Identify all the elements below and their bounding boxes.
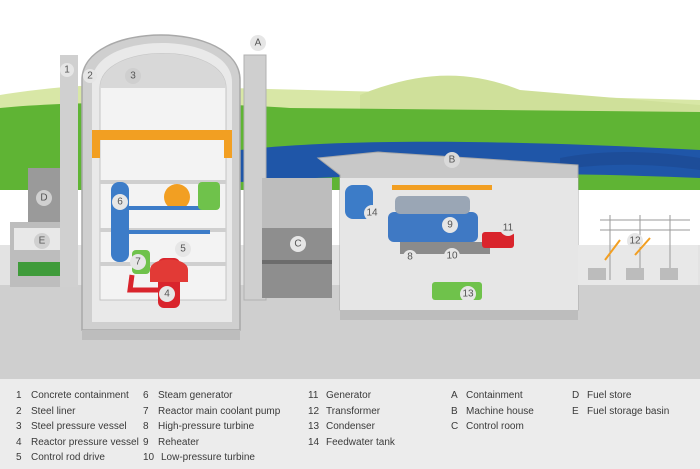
marker-10: 10: [444, 248, 460, 264]
fuel-basin-machine: [18, 262, 63, 276]
transformer-unit: [588, 268, 606, 280]
reheater-pipes: [395, 196, 470, 214]
svg-text:1: 1: [64, 65, 70, 76]
marker-6: 6: [112, 194, 128, 210]
svg-text:12: 12: [629, 236, 641, 247]
svg-text:9: 9: [447, 220, 453, 231]
svg-text:4: 4: [164, 289, 170, 300]
svg-text:D: D: [40, 193, 47, 204]
connector-block: [262, 178, 332, 228]
marker-12: 12: [627, 233, 643, 249]
marker-2: 2: [83, 69, 97, 83]
svg-text:C: C: [294, 239, 301, 250]
marker-C: C: [290, 236, 306, 252]
marker-D: D: [36, 190, 52, 206]
svg-text:3: 3: [130, 71, 136, 82]
marker-8: 8: [403, 250, 417, 264]
marker-11: 11: [500, 220, 516, 236]
floor-1: [100, 180, 226, 184]
marker-14: 14: [364, 205, 380, 221]
marker-E: E: [34, 233, 50, 249]
containment-base: [82, 330, 240, 340]
transformer-unit: [626, 268, 644, 280]
turbine-set: [388, 212, 478, 242]
marker-A: A: [250, 35, 266, 51]
svg-text:6: 6: [117, 197, 123, 208]
red-loop: [127, 274, 158, 293]
svg-text:E: E: [39, 236, 46, 247]
svg-text:14: 14: [366, 208, 378, 219]
svg-text:8: 8: [407, 252, 413, 263]
marker-13: 13: [460, 286, 476, 302]
svg-text:2: 2: [87, 71, 93, 82]
svg-text:10: 10: [446, 251, 458, 262]
crane-leg-right: [224, 140, 232, 158]
green-unit-upper: [198, 182, 220, 210]
turbine-deck: [400, 242, 490, 254]
pressuriser: [164, 184, 190, 210]
generator: [482, 232, 514, 248]
machine-house-base: [340, 310, 578, 320]
machine-crane: [392, 185, 492, 190]
crane-leg-left: [92, 140, 100, 158]
marker-9: 9: [442, 217, 458, 233]
transformer-lines: [604, 237, 651, 261]
containment-tower: [243, 54, 267, 301]
svg-text:11: 11: [503, 223, 514, 234]
svg-text:A: A: [255, 38, 262, 49]
marker-4: 4: [159, 286, 175, 302]
svg-text:7: 7: [135, 257, 141, 268]
marker-3: 3: [125, 68, 141, 84]
marker-7: 7: [130, 254, 146, 270]
svg-text:13: 13: [462, 289, 474, 300]
river-bend: [560, 152, 700, 170]
svg-text:5: 5: [180, 244, 186, 255]
polar-crane: [92, 130, 232, 140]
stack: [60, 55, 78, 287]
plant-cutaway: 1 2 3 A B C D E 4 5 6 7 8 9 10 11 12 13 …: [0, 34, 700, 379]
svg-text:B: B: [449, 155, 456, 166]
marker-B: B: [444, 152, 460, 168]
control-room-floor: [262, 260, 332, 264]
marker-5: 5: [175, 241, 191, 257]
reactor-head: [150, 259, 188, 282]
transformer-gantry: [600, 215, 690, 280]
marker-1: 1: [60, 63, 74, 77]
transformer-unit: [660, 268, 678, 280]
